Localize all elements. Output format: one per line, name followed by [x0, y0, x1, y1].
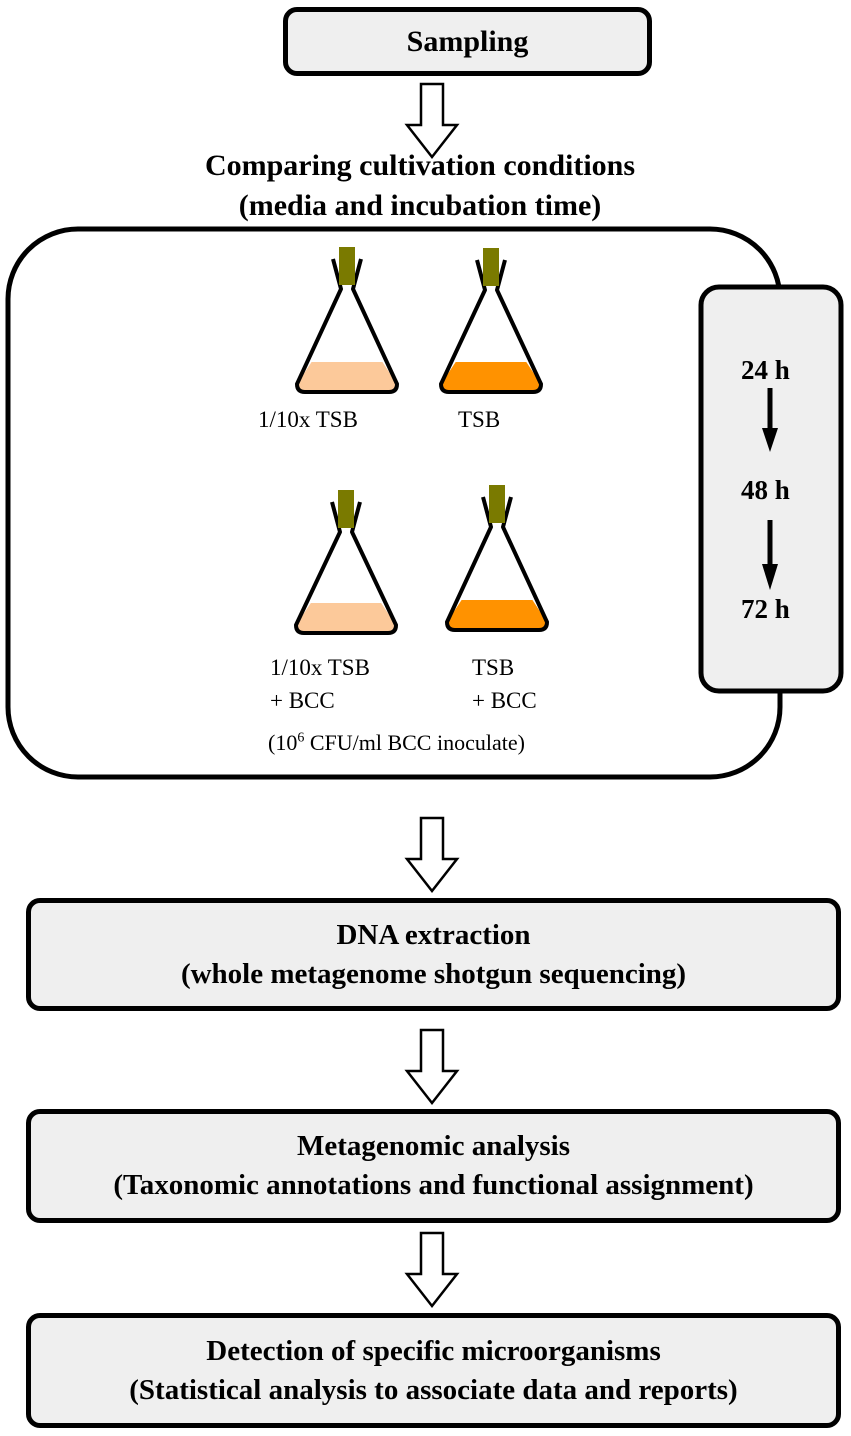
flask-3	[294, 490, 398, 635]
detect-line1: Detection of specific microorganisms	[206, 1334, 661, 1367]
flask-outline	[295, 258, 399, 394]
flask-stopper	[338, 490, 354, 528]
meta-line2: (Taxonomic annotations and functional as…	[113, 1169, 754, 1201]
flask-liquid	[441, 362, 541, 392]
comparing-heading: Comparing cultivation conditions (media …	[110, 146, 730, 226]
dna-line1: DNA extraction	[336, 918, 531, 951]
time-arrow-2	[762, 520, 778, 590]
flask-liquid	[296, 603, 396, 633]
meta-line1: Metagenomic analysis	[296, 1130, 571, 1162]
flask-outline	[439, 259, 543, 394]
flask-label-4: TSB + BCC	[472, 655, 537, 713]
time-arrow-1	[762, 388, 778, 452]
flask-stopper	[483, 248, 499, 286]
sampling-label: Sampling	[406, 24, 529, 58]
arrow-dna-to-metagenomic	[404, 1028, 460, 1106]
flask-4	[445, 485, 549, 632]
flask-outline	[445, 496, 549, 632]
detect-line2: (Statistical analysis to associate data …	[129, 1373, 738, 1406]
arrow-container-to-dna	[404, 816, 460, 894]
time-label-72h: 72 h	[741, 594, 790, 624]
arrow-metagenomic-to-detection	[404, 1231, 460, 1309]
inoculate-note: (106 CFU/ml BCC inoculate)	[268, 730, 525, 755]
flask-stopper	[339, 247, 355, 285]
flask-outline	[294, 501, 398, 635]
flask-1	[295, 247, 399, 394]
time-label-48h: 48 h	[741, 475, 790, 505]
flask-label-3: 1/10x TSB + BCC	[270, 655, 370, 713]
flask-2	[439, 248, 543, 394]
comparing-line2: (media and incubation time)	[238, 189, 602, 222]
dna-line2: (whole metagenome shotgun sequencing)	[180, 957, 687, 990]
detection-box: Detection of specific microorganisms (St…	[26, 1313, 841, 1428]
flask-liquid	[297, 362, 397, 392]
flask-label-1: 1/10x TSB	[258, 407, 358, 432]
flask-label-2: TSB	[458, 407, 501, 432]
cultivation-container	[5, 226, 783, 780]
metagenomic-analysis-box: Metagenomic analysis (Taxonomic annotati…	[26, 1109, 841, 1223]
sampling-box: Sampling	[283, 7, 652, 76]
flask-liquid	[447, 600, 547, 630]
arrow-sampling-to-comparing	[404, 82, 460, 160]
flask-stopper	[489, 485, 505, 523]
time-label-24h: 24 h	[741, 355, 790, 385]
comparing-line1: Comparing cultivation conditions	[204, 149, 636, 182]
time-panel	[698, 284, 844, 694]
dna-extraction-box: DNA extraction (whole metagenome shotgun…	[26, 898, 841, 1011]
